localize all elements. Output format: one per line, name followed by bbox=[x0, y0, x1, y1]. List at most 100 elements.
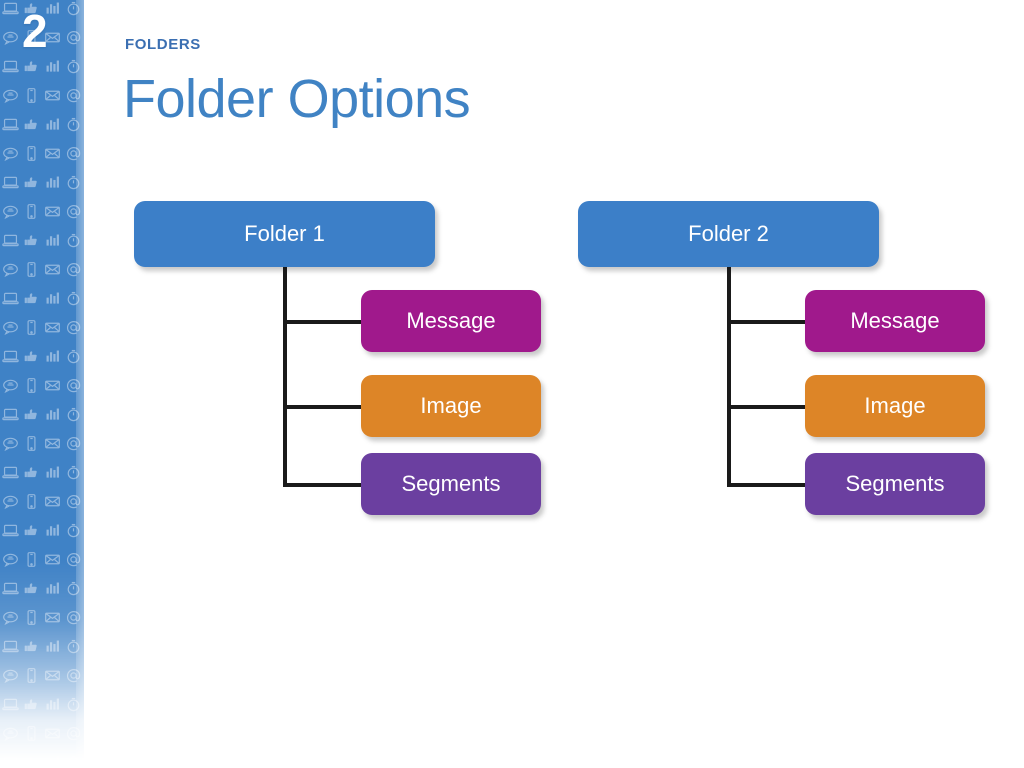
decorative-sidebar: 2 bbox=[0, 0, 84, 768]
sidebar-icon-row bbox=[0, 429, 84, 458]
envelope-icon bbox=[45, 554, 60, 565]
bar-chart-icon bbox=[46, 292, 59, 304]
thumbs-up-icon bbox=[24, 699, 37, 710]
thumbs-up-icon bbox=[24, 525, 37, 536]
slide-number: 2 bbox=[22, 5, 48, 57]
stopwatch-icon bbox=[67, 291, 80, 306]
bar-chart-icon bbox=[46, 524, 59, 536]
sidebar-icon-row bbox=[0, 23, 84, 52]
content-type-node[interactable]: Image bbox=[361, 375, 541, 437]
smartphone-icon bbox=[27, 610, 36, 625]
thumbs-up-icon bbox=[24, 3, 37, 14]
sidebar-icon-row bbox=[0, 719, 84, 748]
speech-bubble-icon bbox=[3, 727, 18, 742]
sidebar-icon-row bbox=[0, 661, 84, 690]
sidebar-icon-row bbox=[0, 168, 84, 197]
sidebar-icon-row bbox=[0, 284, 84, 313]
bar-chart-icon bbox=[46, 60, 59, 72]
sidebar-icon-row bbox=[0, 52, 84, 81]
laptop-icon bbox=[2, 466, 19, 479]
thumbs-up-icon bbox=[24, 467, 37, 478]
sidebar-icon-row bbox=[0, 400, 84, 429]
content-type-node-label: Image bbox=[864, 393, 926, 418]
thumbs-up-icon bbox=[24, 351, 37, 362]
folder-node[interactable]: Folder 2 bbox=[578, 201, 879, 267]
stopwatch-icon bbox=[67, 523, 80, 538]
content-type-node[interactable]: Message bbox=[805, 290, 985, 352]
stopwatch-icon bbox=[67, 755, 80, 768]
tree-branch-connector bbox=[727, 483, 811, 487]
content-type-node-label: Image bbox=[420, 393, 482, 418]
envelope-icon bbox=[45, 496, 60, 507]
smartphone-icon bbox=[27, 146, 36, 161]
bar-chart-icon bbox=[46, 350, 59, 362]
laptop-icon bbox=[2, 118, 19, 131]
stopwatch-icon bbox=[67, 175, 80, 190]
at-sign-icon bbox=[66, 89, 81, 103]
page-title: Folder Options bbox=[123, 69, 471, 129]
smartphone-icon bbox=[27, 552, 36, 567]
at-sign-icon bbox=[66, 263, 81, 277]
stopwatch-icon bbox=[67, 233, 80, 248]
content-type-node[interactable]: Image bbox=[805, 375, 985, 437]
folder-node[interactable]: Folder 1 bbox=[134, 201, 435, 267]
sidebar-icon-row bbox=[0, 458, 84, 487]
smartphone-icon bbox=[27, 30, 36, 45]
bar-chart-icon bbox=[46, 582, 59, 594]
stopwatch-icon bbox=[67, 1, 80, 16]
envelope-icon bbox=[45, 438, 60, 449]
tree-trunk-connector bbox=[283, 267, 287, 487]
sidebar-icon-row bbox=[0, 545, 84, 574]
bar-chart-icon bbox=[46, 466, 59, 478]
section-eyebrow: FOLDERS bbox=[125, 36, 201, 53]
smartphone-icon bbox=[27, 262, 36, 277]
laptop-icon bbox=[2, 2, 19, 15]
content-type-node-label: Segments bbox=[401, 471, 501, 496]
smartphone-icon bbox=[27, 494, 36, 509]
envelope-icon bbox=[45, 322, 60, 333]
at-sign-icon bbox=[66, 147, 81, 161]
smartphone-icon bbox=[27, 320, 36, 335]
tree-trunk-connector bbox=[727, 267, 731, 487]
content-type-node-label: Message bbox=[850, 308, 940, 333]
envelope-icon bbox=[45, 90, 60, 101]
speech-bubble-icon bbox=[3, 553, 18, 568]
speech-bubble-icon bbox=[3, 31, 18, 46]
tree-branch-connector bbox=[283, 320, 367, 324]
speech-bubble-icon bbox=[3, 669, 18, 684]
sidebar-icon-row bbox=[0, 516, 84, 545]
sidebar-icon-row bbox=[0, 603, 84, 632]
tree-branch-connector bbox=[283, 483, 367, 487]
speech-bubble-icon bbox=[3, 321, 18, 336]
envelope-icon bbox=[45, 670, 60, 681]
sidebar-icon-row bbox=[0, 110, 84, 139]
sidebar-icon-row bbox=[0, 313, 84, 342]
laptop-icon bbox=[2, 234, 19, 247]
stopwatch-icon bbox=[67, 465, 80, 480]
sidebar-icon-row bbox=[0, 748, 84, 768]
thumbs-up-icon bbox=[24, 757, 37, 768]
at-sign-icon bbox=[66, 727, 81, 741]
envelope-icon bbox=[45, 380, 60, 391]
bar-chart-icon bbox=[46, 176, 59, 188]
sidebar-icon-row bbox=[0, 255, 84, 284]
speech-bubble-icon bbox=[3, 437, 18, 452]
stopwatch-icon bbox=[67, 117, 80, 132]
content-type-node-label: Segments bbox=[845, 471, 945, 496]
bar-chart-icon bbox=[46, 234, 59, 246]
sidebar-icon-row bbox=[0, 342, 84, 371]
content-type-node[interactable]: Segments bbox=[805, 453, 985, 515]
content-type-node-label: Message bbox=[406, 308, 496, 333]
at-sign-icon bbox=[66, 553, 81, 567]
laptop-icon bbox=[2, 292, 19, 305]
envelope-icon bbox=[45, 148, 60, 159]
speech-bubble-icon bbox=[3, 379, 18, 394]
stopwatch-icon bbox=[67, 697, 80, 712]
content-type-node[interactable]: Segments bbox=[361, 453, 541, 515]
smartphone-icon bbox=[27, 668, 36, 683]
thumbs-up-icon bbox=[24, 235, 37, 246]
content-type-node[interactable]: Message bbox=[361, 290, 541, 352]
bar-chart-icon bbox=[46, 2, 59, 14]
laptop-icon bbox=[2, 582, 19, 595]
speech-bubble-icon bbox=[3, 205, 18, 220]
